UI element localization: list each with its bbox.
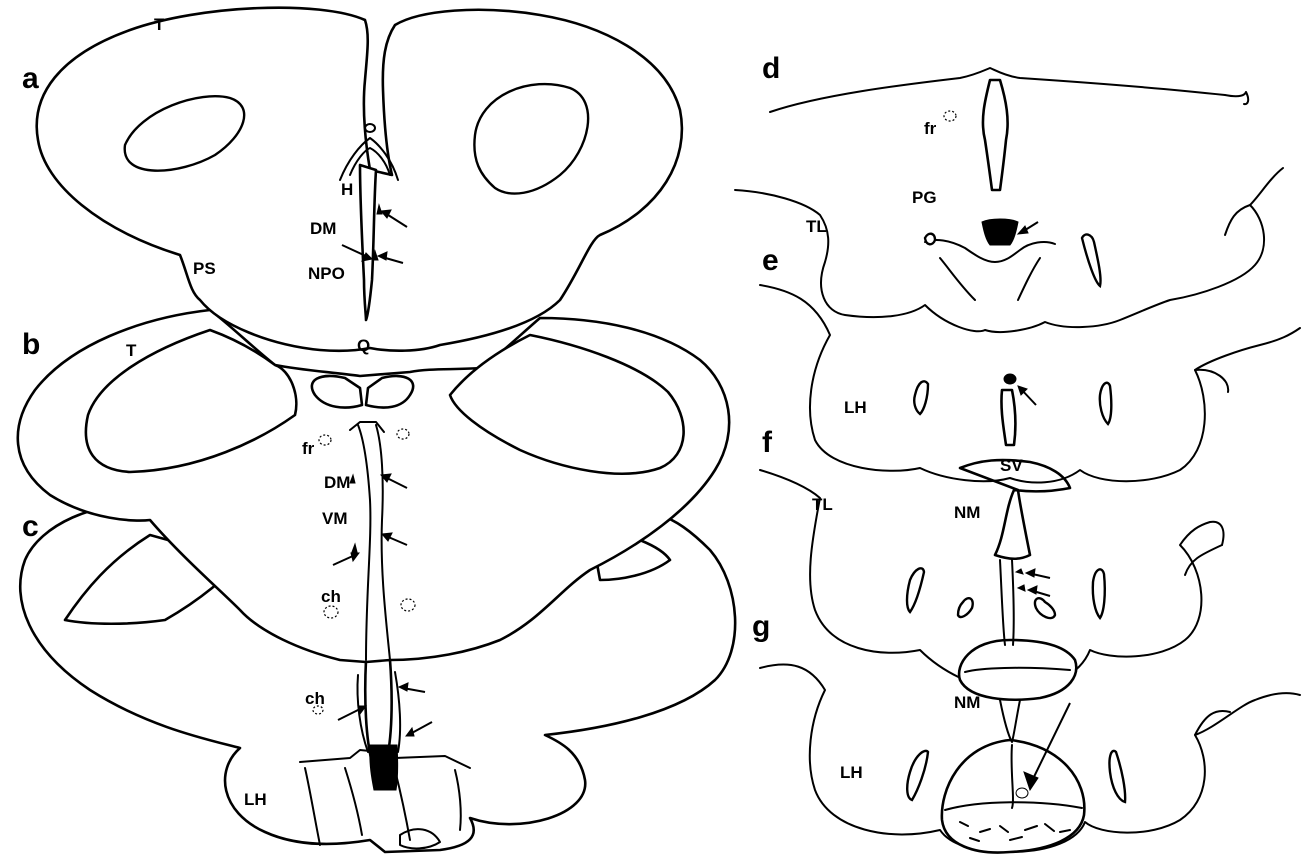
section-d [735,68,1283,332]
label-b-t: T [126,342,136,359]
label-a-dm: DM [310,220,336,237]
label-b-dm: DM [324,474,350,491]
label-a-t: T [154,16,164,33]
panel-label-b: b [22,330,40,360]
label-b-ch: ch [321,588,341,605]
label-a-q: Q [357,337,370,354]
label-c-ch: ch [305,690,325,707]
label-d-fr: fr [924,120,936,137]
label-g-lh: LH [840,764,863,781]
label-a-h: H [341,181,353,198]
panel-label-a: a [22,64,39,94]
label-b-fr: fr [302,440,314,457]
label-c-lh: LH [244,791,267,808]
label-e-lh: LH [844,399,867,416]
label-d-tl: TL [806,218,827,235]
panel-label-c: c [22,512,39,542]
label-f-sv: SV [1000,457,1023,474]
label-f-tl: TL [812,496,833,513]
label-a-npo: NPO [308,265,345,282]
panel-label-g: g [752,612,770,642]
section-f [760,460,1303,700]
panel-label-f: f [762,428,772,458]
label-a-ps: PS [193,260,216,277]
panel-label-e: e [762,246,779,276]
section-a [37,8,682,351]
label-b-vm: VM [322,510,348,527]
label-d-pg: PG [912,189,937,206]
panel-label-d: d [762,54,780,84]
label-f-nm: NM [954,504,980,521]
label-g-nm: NM [954,694,980,711]
